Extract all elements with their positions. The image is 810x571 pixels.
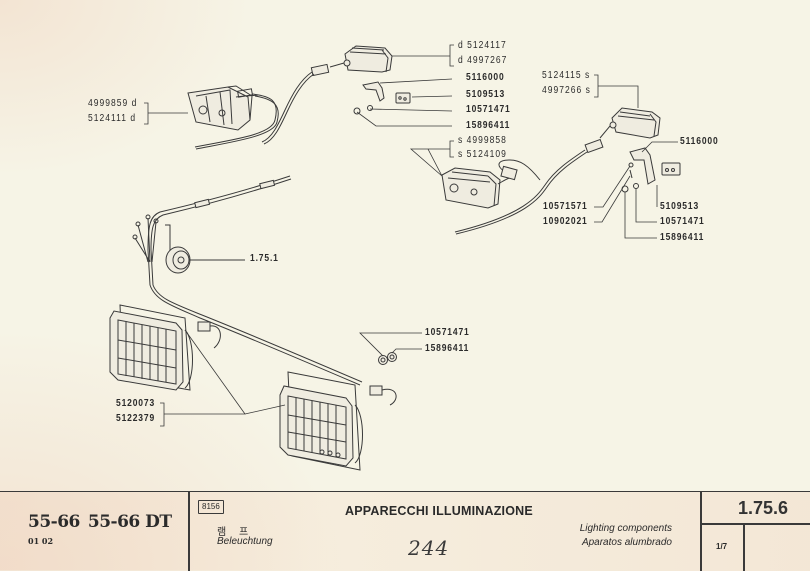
- model-variants: 01 02: [28, 536, 54, 546]
- callout-left-bracket: 5116000: [466, 72, 505, 83]
- right-top-marker-lamp: [454, 107, 661, 235]
- part-number: d 5124117: [458, 40, 507, 51]
- part-number: s 4999858: [458, 135, 507, 146]
- right-bracket-parts: [621, 147, 681, 193]
- part-number: s 5124109: [458, 149, 507, 160]
- model-names: 55-66 55-66 DT: [28, 512, 172, 532]
- callout-harness-washer: 10571471: [425, 327, 470, 338]
- group-code: 8156: [198, 500, 224, 514]
- divider: [700, 523, 810, 525]
- callout-left-nut: 15896411: [466, 120, 511, 131]
- model-name: 55-66 DT: [87, 512, 172, 532]
- top-center-marker-lamp: [261, 45, 393, 145]
- part-number: 5120073: [116, 398, 156, 409]
- callout-right-screw-washer: 10571571: [543, 201, 588, 212]
- title-korean: 램 프: [217, 527, 254, 538]
- lamp-switch: [165, 224, 245, 274]
- part-number: 5124115 s: [542, 70, 591, 81]
- part-number: 5124111 d: [88, 113, 137, 124]
- callout-right-connector: 5109513: [660, 201, 700, 212]
- part-number: 5122379: [116, 413, 156, 424]
- callout-right-nut: 15896411: [660, 232, 705, 243]
- part-number: d 4997267: [458, 55, 508, 66]
- model-name: 55-66: [28, 512, 80, 532]
- callout-left-washer: 10571471: [466, 104, 511, 115]
- callout-left-connector: 5109513: [466, 89, 506, 100]
- part-number: 4997266 s: [542, 85, 591, 96]
- center-marker-lamp: [441, 159, 541, 209]
- title-german: Beleuchtung: [217, 536, 273, 547]
- callout-right-washer: 10571471: [660, 216, 705, 227]
- title-italian: APPARECCHI ILLUMINAZIONE: [345, 504, 533, 518]
- exploded-parts-diagram: [109, 44, 681, 471]
- page-number: 1/7: [716, 542, 728, 551]
- callout-right-bracket: 5116000: [680, 136, 719, 147]
- divider: [700, 492, 702, 571]
- title-english: Lighting components: [579, 523, 672, 534]
- callout-harness-nut: 15896411: [425, 343, 470, 354]
- top-left-marker-lamp: [187, 85, 279, 150]
- callout-switch-reference: 1.75.1: [250, 253, 279, 264]
- main-wiring-harness: [132, 175, 363, 386]
- title-block: 55-66 55-66 DT 01 02 8156 램 프 Beleuchtung…: [0, 491, 810, 571]
- right-headlamp: [279, 371, 397, 471]
- part-number: 4999859 d: [88, 98, 138, 109]
- left-headlamp: [109, 304, 221, 391]
- handwritten-note: 244: [408, 536, 450, 560]
- top-bracket-parts: [353, 81, 411, 115]
- callout-right-screw: 10902021: [543, 216, 588, 227]
- section-number: 1.75.6: [738, 498, 789, 518]
- divider: [743, 523, 745, 571]
- callout-leader-lines: [144, 44, 678, 427]
- title-spanish: Aparatos alumbrado: [581, 537, 672, 548]
- divider: [188, 492, 190, 571]
